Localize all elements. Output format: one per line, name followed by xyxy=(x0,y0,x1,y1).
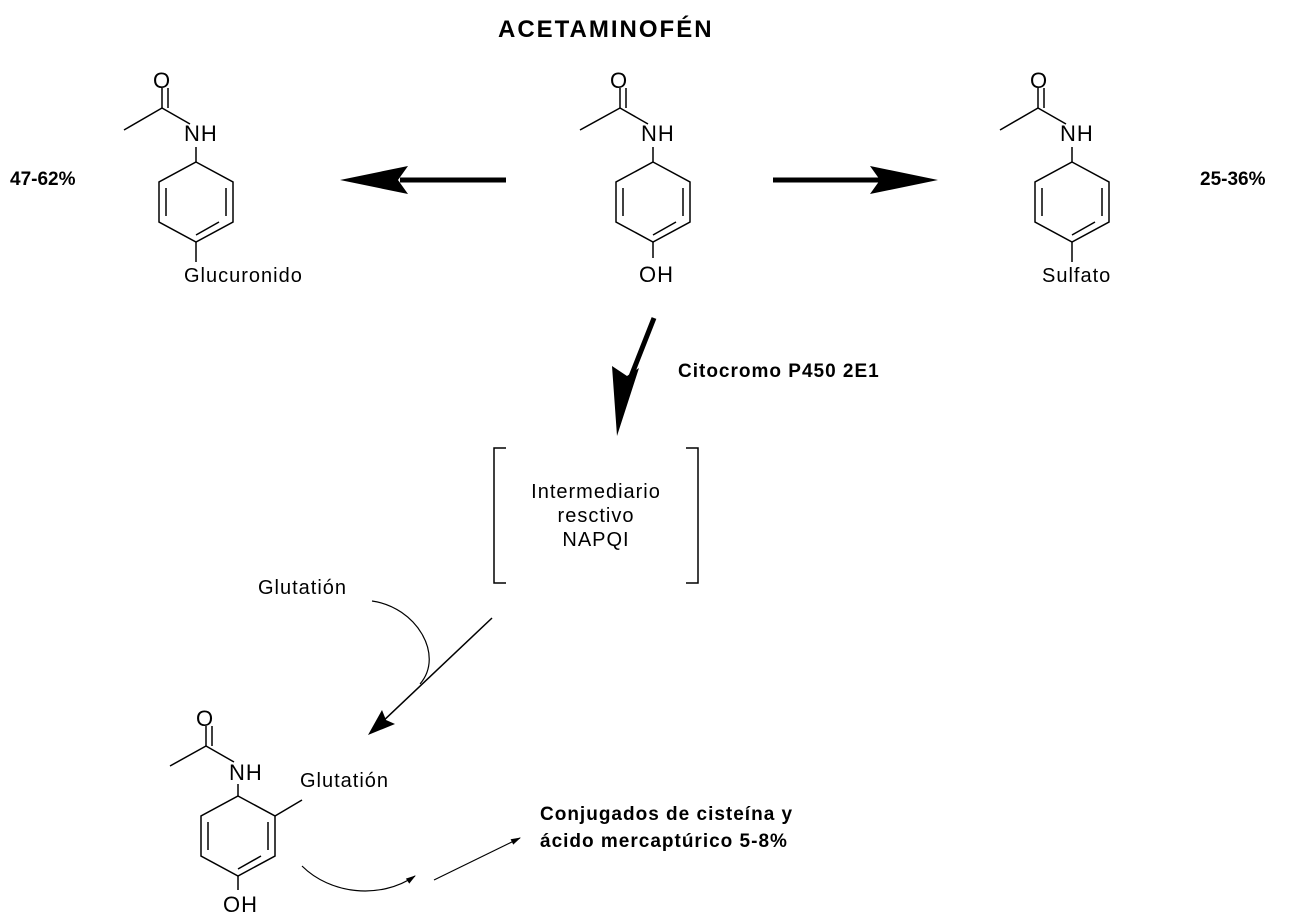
glutathione-curved-arrow xyxy=(371,600,430,685)
glucuronide-structure xyxy=(123,88,234,262)
central-nh-label: NH xyxy=(641,121,675,146)
enzyme-label: Citocromo P450 2E1 xyxy=(678,361,880,382)
glutathione-reagent-label: Glutatión xyxy=(258,577,348,599)
glucuronide-oxygen-label: O xyxy=(153,68,172,93)
adduct-oxygen-label: O xyxy=(196,706,215,731)
conjugates-line-2: ácido mercaptúrico 5-8% xyxy=(540,831,788,852)
adduct-substituent-label: Glutatión xyxy=(300,770,390,792)
sulfate-structure xyxy=(999,88,1110,262)
central-oh-label: OH xyxy=(639,262,674,287)
sulfate-nh-label: NH xyxy=(1060,121,1094,146)
adduct-oh-label: OH xyxy=(223,892,258,917)
intermediate-line-3: NAPQI xyxy=(562,529,630,551)
oxidation-arrow xyxy=(612,317,657,436)
page-title: ACETAMINOFÉN xyxy=(498,16,714,43)
sulfate-substituent-label: Sulfato xyxy=(1042,265,1112,287)
acetaminophen-structure xyxy=(579,88,691,258)
glutathione-adduct-structure xyxy=(169,726,303,890)
conjugation-arrow xyxy=(368,617,493,735)
sulfate-percent: 25-36% xyxy=(1200,169,1266,190)
mercapturic-curved-arrow xyxy=(301,865,416,892)
glucuronide-percent: 47-62% xyxy=(10,169,76,190)
sulfation-arrow xyxy=(773,166,938,194)
conjugates-line-1: Conjugados de cisteína y xyxy=(540,804,794,825)
intermediate-line-1: Intermediario xyxy=(531,481,661,503)
adduct-nh-label: NH xyxy=(229,760,263,785)
glucuronide-substituent-label: Glucuronido xyxy=(184,265,303,287)
central-oxygen-label: O xyxy=(610,68,629,93)
intermediate-brackets xyxy=(493,447,699,584)
glucuronidation-arrow xyxy=(340,166,506,194)
sulfate-oxygen-label: O xyxy=(1030,68,1049,93)
mercapturic-straight-arrow xyxy=(433,837,521,881)
intermediate-line-2: resctivo xyxy=(557,505,635,527)
glucuronide-nh-label: NH xyxy=(184,121,218,146)
